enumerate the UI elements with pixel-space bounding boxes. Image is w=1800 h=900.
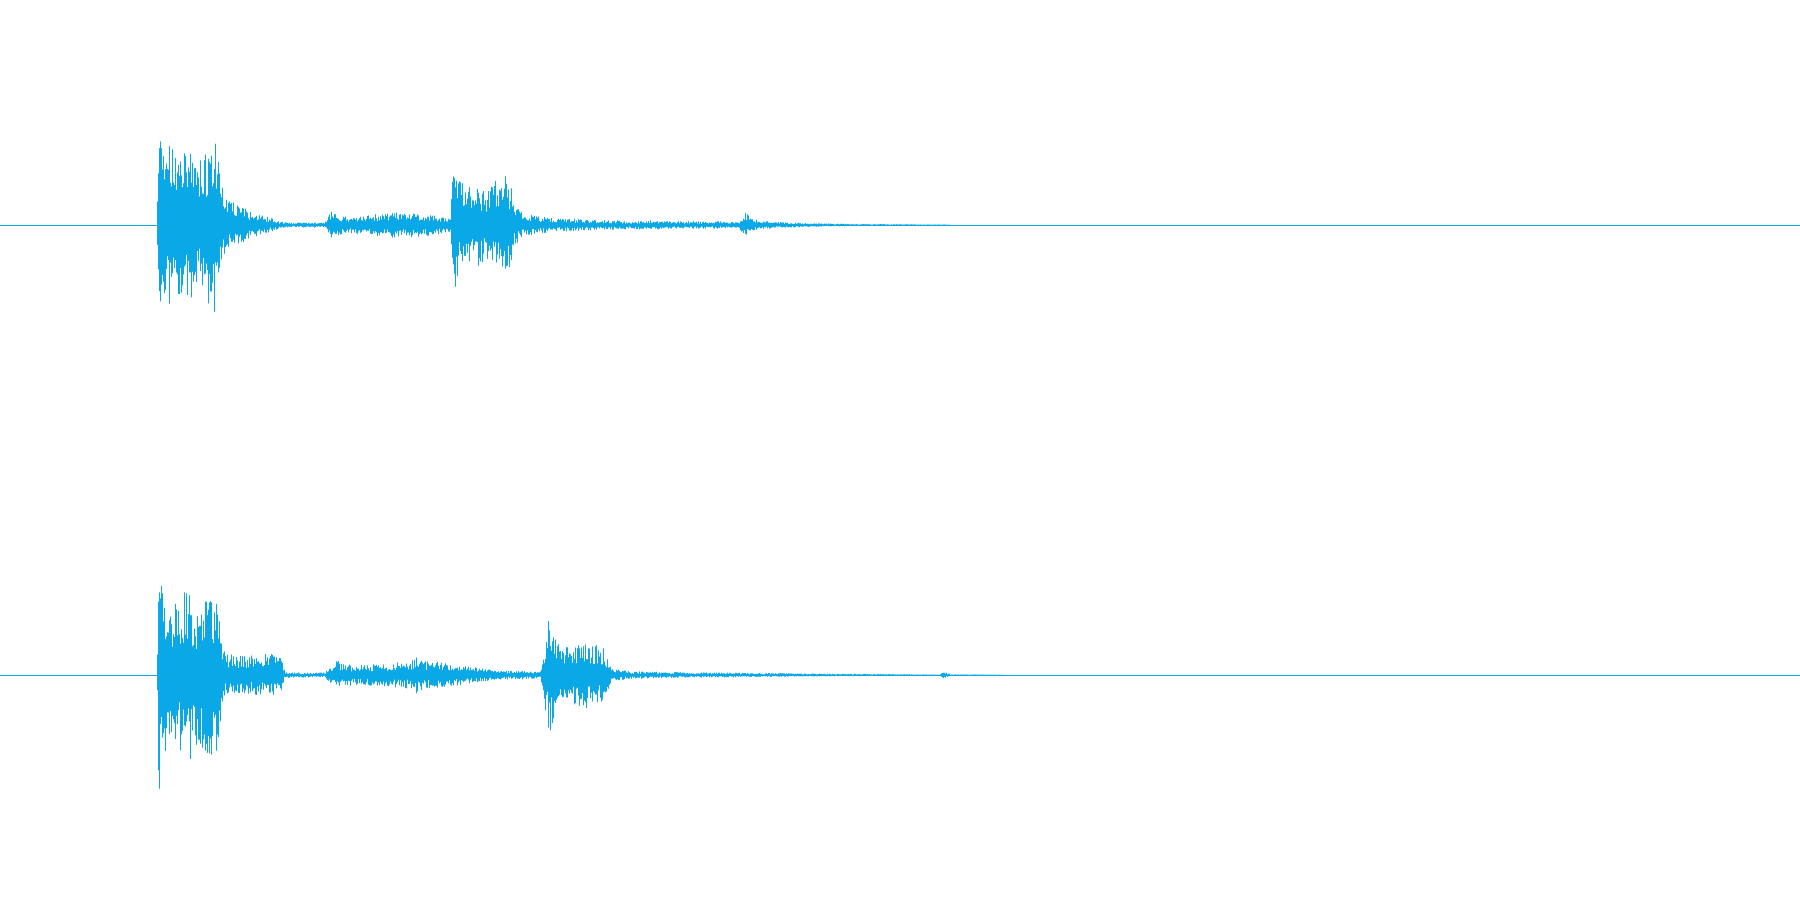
- channel-1-waveform: [157, 141, 952, 312]
- channel-1-track: [0, 141, 1800, 312]
- channel-2-waveform: [157, 585, 1006, 789]
- channel-2-track: [0, 585, 1800, 789]
- channel-container: [0, 141, 1800, 789]
